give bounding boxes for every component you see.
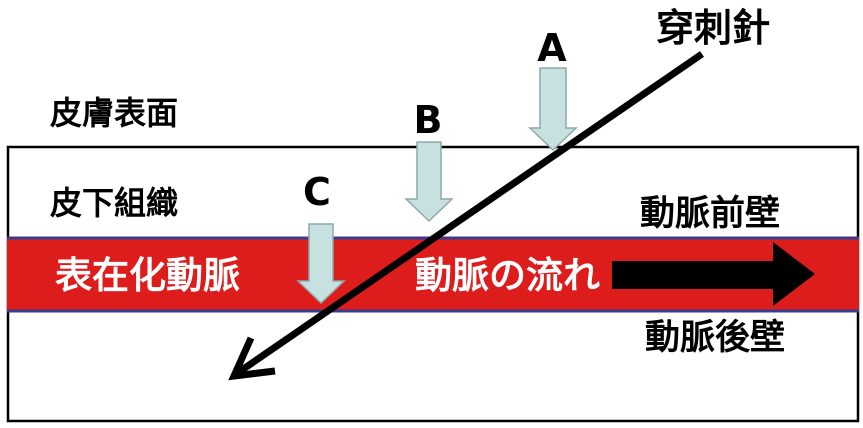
marker-c-label: C: [303, 170, 331, 214]
posterior-wall-label: 動脈後壁: [645, 318, 785, 358]
puncture-needle-shaft: [234, 51, 704, 377]
superficial-artery-label: 表在化動脈: [55, 254, 240, 297]
arterial-flow-label: 動脈の流れ: [415, 254, 600, 297]
marker-a-arrow: [528, 67, 578, 152]
anterior-wall-label: 動脈前壁: [640, 194, 780, 234]
marker-b-label: B: [414, 98, 443, 142]
marker-b-arrow: [404, 141, 454, 223]
subcutaneous-tissue-label: 皮下組織: [50, 184, 178, 222]
skin-surface-label: 皮膚表面: [50, 94, 178, 132]
marker-c-arrow: [296, 223, 346, 305]
marker-a-label: A: [537, 26, 567, 70]
needle-label: 穿刺針: [656, 6, 770, 50]
puncture-needle: [228, 51, 704, 381]
puncture-needle-tip-arrowhead: [228, 336, 276, 381]
marker-arrows: [296, 67, 578, 305]
blood-flow-arrow: [612, 242, 815, 306]
